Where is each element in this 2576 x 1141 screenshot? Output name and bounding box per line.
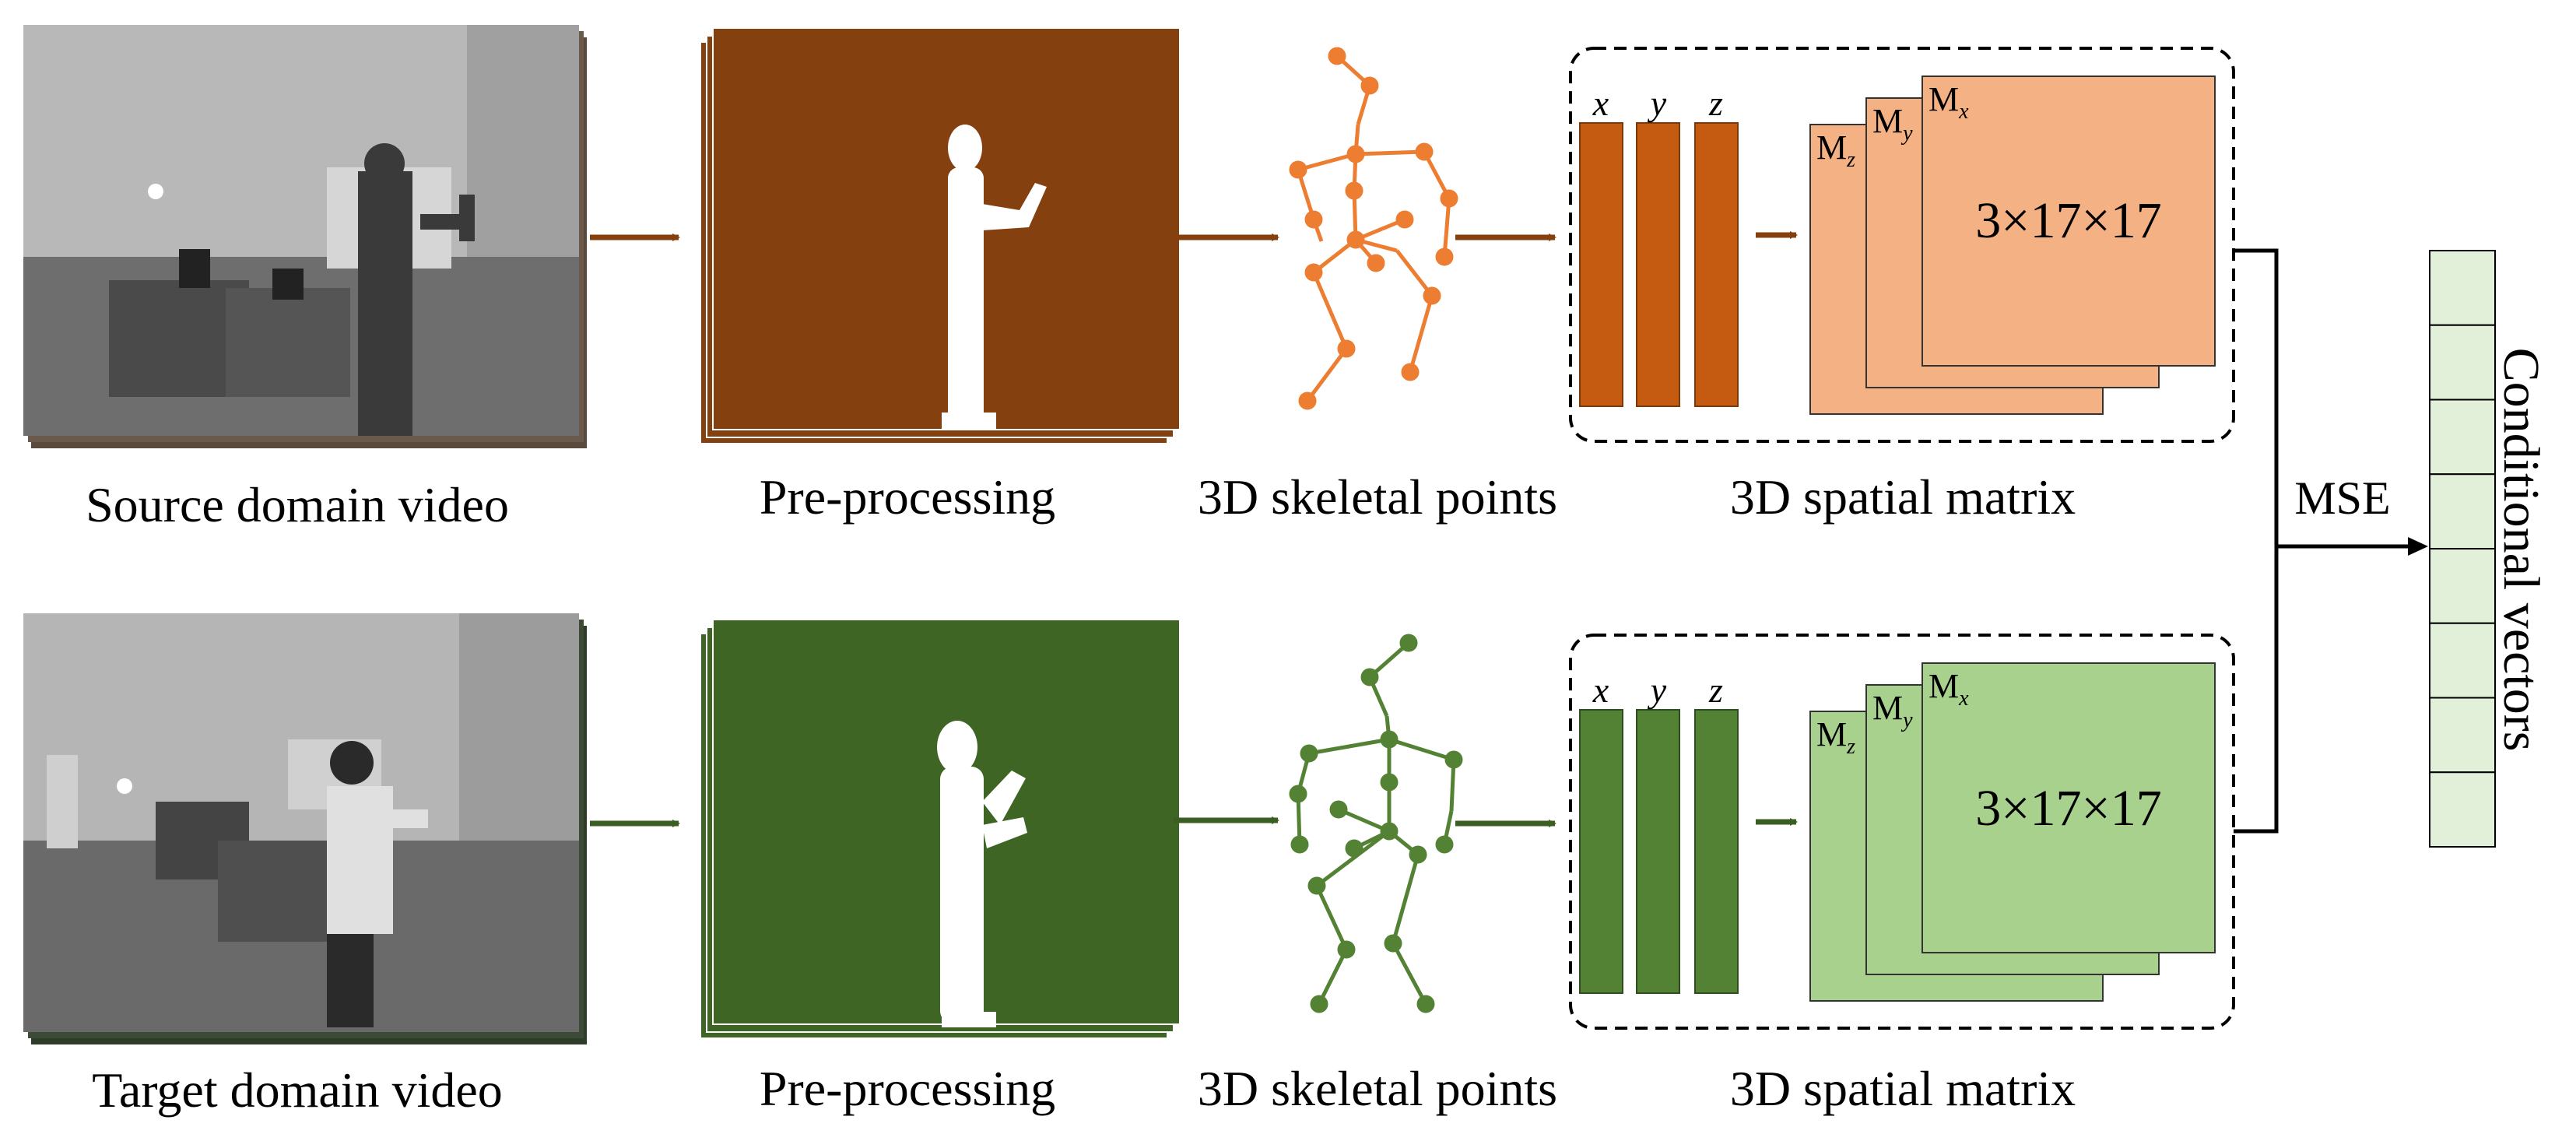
vector-cell — [2429, 548, 2496, 624]
source-label-mx: Mx — [1928, 80, 1969, 124]
target-row: Target domain video Pre-processing — [23, 613, 2235, 1118]
target-preprocessing-caption: Pre-processing — [760, 1061, 1055, 1116]
target-axis-x: x — [1592, 670, 1609, 710]
target-matrix-panel: x y z Mz My Mx 3×17×17 — [1569, 634, 2235, 1030]
source-matrix-caption: 3D spatial matrix — [1730, 469, 2076, 525]
target-axis-y: y — [1648, 670, 1667, 710]
target-video-caption: Target domain video — [92, 1062, 503, 1118]
mse-arrowhead — [2408, 537, 2428, 556]
vector-cell — [2429, 398, 2496, 476]
source-row: Source domain video Pre-processing — [23, 25, 2235, 532]
source-matrix-mx — [1921, 75, 2216, 367]
source-axis-x: x — [1592, 83, 1609, 123]
target-video-frame — [23, 613, 579, 1032]
target-label-mx: Mx — [1928, 667, 1969, 711]
mse-label: MSE — [2294, 472, 2390, 524]
source-label-my: My — [1872, 102, 1913, 146]
target-matrix-mx — [1921, 662, 2216, 953]
source-bar-z — [1694, 122, 1739, 407]
conditional-vectors-label: Conditional vectors — [2493, 348, 2550, 752]
source-bar-x — [1579, 122, 1623, 407]
target-axis-z: z — [1708, 670, 1723, 710]
source-preprocessing-stack — [700, 27, 1181, 444]
vector-cell — [2429, 622, 2496, 699]
source-matrix-dims: 3×17×17 — [1975, 192, 2161, 249]
vector-cell — [2429, 250, 2496, 326]
source-skeleton — [1289, 47, 1458, 410]
target-skeleton-caption: 3D skeletal points — [1198, 1061, 1557, 1116]
target-label-mz: Mz — [1816, 715, 1855, 759]
target-bar-y — [1636, 709, 1680, 994]
source-axis-y: y — [1648, 83, 1667, 123]
source-video-frame — [23, 25, 579, 436]
source-video-stack — [23, 25, 587, 448]
mse-connector — [2234, 248, 2411, 834]
target-label-my: My — [1872, 689, 1913, 732]
target-matrix-caption: 3D spatial matrix — [1730, 1061, 2076, 1116]
source-bar-y — [1636, 122, 1680, 407]
source-silhouette — [942, 125, 1047, 430]
source-skeleton-caption: 3D skeletal points — [1198, 469, 1557, 525]
target-bar-x — [1579, 709, 1623, 994]
target-preprocessing-stack — [700, 619, 1181, 1039]
target-silhouette — [937, 721, 1027, 1027]
source-video-caption: Source domain video — [86, 477, 509, 532]
vector-cell — [2429, 771, 2496, 848]
source-label-mz: Mz — [1816, 128, 1855, 172]
source-matrix-panel: x y z Mz My Mx 3×17×17 — [1569, 47, 2235, 443]
vector-cell — [2429, 697, 2496, 774]
target-video-stack — [23, 613, 587, 1044]
target-matrix-dims: 3×17×17 — [1975, 780, 2161, 837]
source-mask-frame — [712, 27, 1181, 430]
target-skeleton — [1289, 634, 1463, 1013]
vector-cell — [2429, 473, 2496, 549]
conditional-vector — [2429, 250, 2496, 848]
vector-cell — [2429, 324, 2496, 401]
target-bar-z — [1694, 709, 1739, 994]
source-axis-z: z — [1708, 83, 1723, 123]
source-preprocessing-caption: Pre-processing — [760, 469, 1055, 525]
